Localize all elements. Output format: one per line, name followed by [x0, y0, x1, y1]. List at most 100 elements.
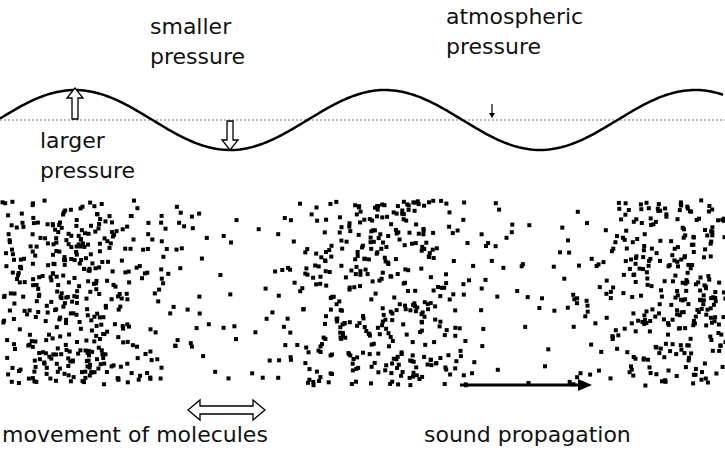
molecule-dot	[407, 208, 411, 212]
molecule-dot	[160, 239, 164, 243]
molecule-dot	[103, 236, 107, 240]
propagation-label: sound propagation	[424, 420, 684, 450]
molecule-dot	[480, 287, 484, 291]
molecule-dot	[679, 343, 683, 347]
molecule-dot	[63, 255, 67, 259]
molecule-dot	[588, 373, 592, 377]
molecule-dot	[4, 264, 8, 268]
molecule-dot	[324, 314, 328, 318]
molecule-dot	[678, 326, 682, 330]
molecule-dot	[116, 376, 120, 380]
molecule-dot	[459, 354, 463, 358]
molecule-dot	[318, 375, 322, 379]
molecule-dot	[429, 358, 433, 362]
molecule-dot	[650, 284, 654, 288]
molecule-dot	[411, 200, 415, 204]
molecule-dot	[698, 298, 702, 302]
molecule-dot	[560, 226, 564, 230]
molecule-dot	[671, 318, 675, 322]
molecule-dot	[540, 296, 544, 300]
molecule-dot	[632, 273, 636, 277]
molecule-dot	[722, 315, 725, 319]
molecule-dot	[689, 266, 693, 270]
molecule-dot	[417, 232, 421, 236]
molecule-dot	[713, 315, 717, 319]
molecule-dot	[31, 345, 35, 349]
molecule-dot	[614, 328, 618, 332]
molecule-dot	[17, 271, 21, 275]
molecule-dot	[318, 282, 322, 286]
molecule-dot	[650, 247, 654, 251]
molecule-dot	[431, 199, 435, 203]
molecule-dot	[58, 316, 62, 320]
movement-double-arrow	[188, 400, 265, 420]
molecule-dot	[34, 365, 38, 369]
molecule-dot	[623, 238, 627, 242]
molecule-dot	[400, 352, 404, 356]
molecule-dot	[78, 262, 82, 266]
molecule-dot	[90, 329, 94, 333]
molecule-dot	[148, 376, 152, 380]
molecule-dot	[148, 350, 152, 354]
molecule-dot	[389, 335, 393, 339]
molecule-dot	[283, 343, 287, 347]
molecule-dot	[501, 266, 505, 270]
molecule-dot	[719, 343, 723, 347]
molecule-dot	[86, 279, 90, 283]
molecule-dot	[590, 257, 594, 261]
molecule-dot	[470, 371, 474, 375]
molecule-dot	[88, 290, 92, 294]
molecule-dot	[200, 257, 204, 261]
molecule-dot	[95, 357, 99, 361]
molecule-dot	[311, 276, 315, 280]
molecule-dot	[98, 242, 102, 246]
molecule-dot	[414, 309, 418, 313]
molecule-dot	[442, 286, 446, 290]
molecule-dot	[338, 331, 342, 335]
molecule-dot	[585, 299, 589, 303]
molecule-dot	[543, 364, 547, 368]
molecule-dot	[15, 226, 19, 230]
molecule-dot	[56, 283, 60, 287]
molecule-dot	[397, 363, 401, 367]
molecule-dot	[31, 201, 35, 205]
molecule-dot	[339, 239, 343, 243]
molecule-dot	[422, 355, 426, 359]
molecule-dot	[28, 308, 32, 312]
molecule-dot	[638, 267, 642, 271]
molecule-dot	[376, 208, 380, 212]
molecule-dot	[354, 380, 358, 384]
molecule-dot	[164, 227, 168, 231]
molecule-dot	[717, 281, 721, 285]
molecule-dot	[411, 340, 415, 344]
molecule-dot	[707, 278, 711, 282]
molecule-dot	[293, 281, 297, 285]
molecule-dot	[292, 240, 296, 244]
molecule-dot	[367, 257, 371, 261]
molecule-dot	[713, 319, 717, 323]
molecule-dot	[9, 291, 13, 295]
molecule-dot	[174, 344, 178, 348]
molecule-dot	[398, 302, 402, 306]
molecule-dot	[648, 365, 652, 369]
molecule-dot	[159, 267, 163, 271]
air-molecules	[1, 198, 725, 387]
molecule-dot	[702, 298, 706, 302]
molecule-dot	[173, 344, 177, 348]
molecule-dot	[426, 363, 430, 367]
molecule-dot	[84, 256, 88, 260]
molecule-dot	[663, 207, 667, 211]
molecule-dot	[234, 337, 238, 341]
molecule-dot	[115, 229, 119, 233]
molecule-dot	[353, 203, 357, 207]
molecule-dot	[72, 294, 76, 298]
molecule-dot	[67, 242, 71, 246]
molecule-dot	[566, 238, 570, 242]
molecule-dot	[146, 221, 150, 225]
molecule-dot	[49, 357, 53, 361]
molecule-dot	[186, 308, 190, 312]
molecule-dot	[87, 232, 91, 236]
molecule-dot	[282, 325, 286, 329]
molecule-dot	[43, 199, 47, 203]
molecule-dot	[93, 370, 97, 374]
